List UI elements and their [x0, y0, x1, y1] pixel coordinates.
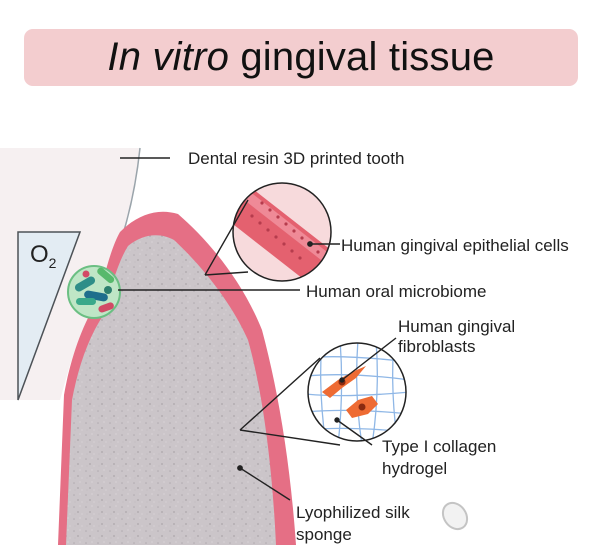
epithelial-zoom-lines	[204, 199, 249, 276]
fibroblast-zoom-lines	[239, 357, 341, 446]
label-silk-line2: sponge	[296, 525, 352, 544]
title-italic: In vitro	[107, 35, 230, 79]
silk-sponge	[66, 235, 276, 545]
label-fibroblasts-line1: Human gingival	[398, 317, 515, 336]
oxygen-gradient-triangle	[17, 231, 82, 401]
silk-sponge-piece-icon	[441, 501, 469, 531]
label-oral-microbiome: Human oral microbiome	[306, 282, 486, 301]
page-title: In vitro gingival tissue	[107, 35, 494, 80]
label-silk-line1: Lyophilized silk	[296, 503, 410, 522]
label-dental-resin-tooth: Dental resin 3D printed tooth	[188, 149, 404, 168]
fibroblast-leader	[341, 337, 397, 381]
collagen-leader	[336, 419, 373, 446]
leader-lines	[118, 157, 397, 501]
silk-leader	[239, 467, 291, 501]
fibroblast-zoom-icon	[307, 342, 407, 442]
oral-microbiome-icon	[67, 265, 121, 319]
title-rest: gingival tissue	[229, 35, 495, 79]
label-collagen-line2: hydrogel	[382, 459, 447, 478]
title-banner: In vitro gingival tissue	[24, 29, 578, 86]
label-epithelial-cells: Human gingival epithelial cells	[341, 236, 569, 255]
oxygen-subscript: 2	[49, 255, 57, 271]
oxygen-symbol: O2	[30, 241, 57, 271]
label-fibroblasts-line2: fibroblasts	[398, 337, 475, 356]
label-collagen-line1: Type I collagen	[382, 437, 496, 456]
